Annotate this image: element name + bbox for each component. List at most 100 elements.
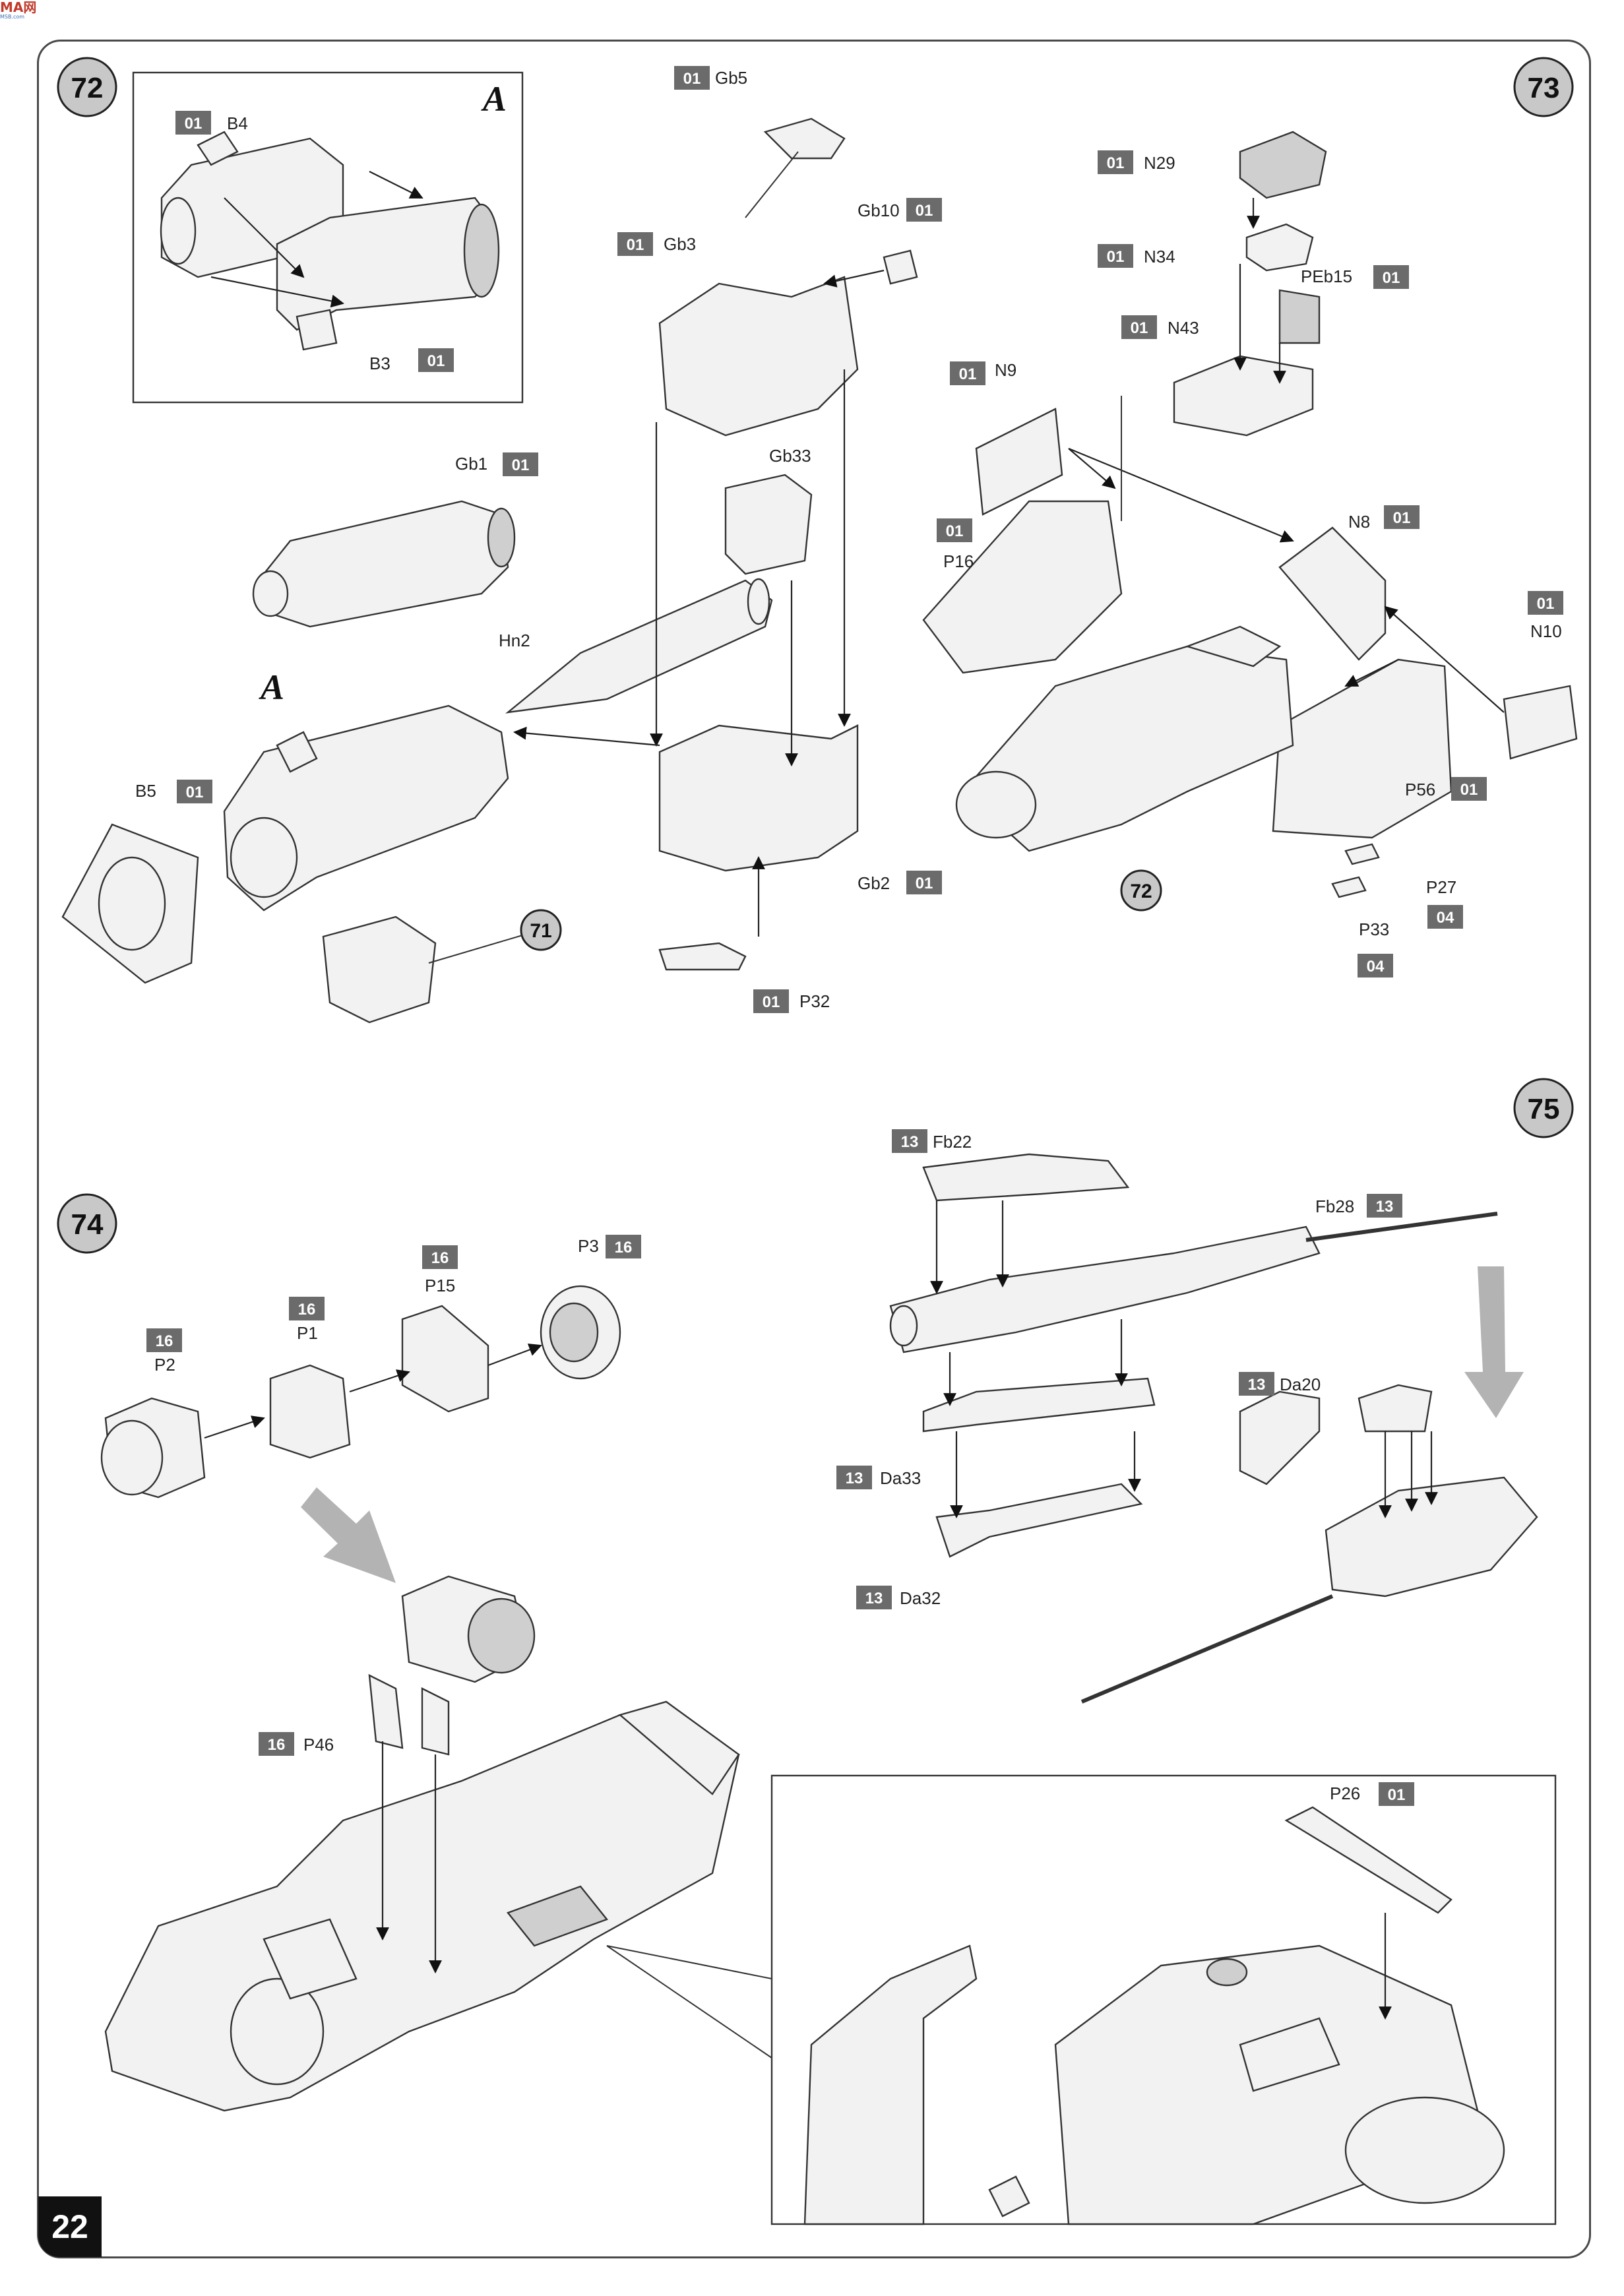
- part-code-da20: 13: [1248, 1376, 1266, 1394]
- part-code-n9: 01: [959, 365, 977, 383]
- part-code-gb3: 01: [627, 236, 644, 254]
- part-code-n10: 01: [1537, 595, 1555, 613]
- part-label-fb28: Fb28: [1315, 1196, 1354, 1216]
- part-code-n29: 01: [1107, 154, 1125, 172]
- part-label-fb22: Fb22: [933, 1132, 972, 1152]
- part-code-n34: 01: [1107, 248, 1125, 266]
- gun-mantlet-inset: [160, 131, 500, 351]
- step-72: 72 A 01 B4 B3 01: [57, 57, 942, 1024]
- part-code-p27: 04: [1437, 909, 1454, 927]
- part-label-n8: N8: [1348, 512, 1370, 532]
- part-label-p1: P1: [297, 1323, 318, 1343]
- turret-hull-74: [104, 1575, 772, 2112]
- part-code-gb2: 01: [916, 875, 933, 892]
- part-label-peb15: PEb15: [1301, 266, 1352, 286]
- part-code-p26: 01: [1388, 1786, 1406, 1804]
- part-label-hn2: Hn2: [499, 631, 530, 650]
- part-code-p33: 04: [1367, 958, 1385, 976]
- part-label-n43: N43: [1168, 318, 1199, 338]
- step-74-badge: [57, 1193, 117, 1254]
- part-label-da32: Da32: [900, 1588, 941, 1608]
- page-number: 22: [38, 2196, 102, 2257]
- part-label-p27: P27: [1426, 877, 1456, 897]
- part-label-b3: B3: [369, 354, 390, 373]
- part-code-gb5: 01: [683, 70, 701, 88]
- part-code-n43: 01: [1131, 319, 1148, 337]
- part-label-n29: N29: [1144, 153, 1175, 173]
- mantlet-housing: [513, 117, 918, 971]
- step-75-badge: [1513, 1078, 1574, 1138]
- part-label-p15: P15: [425, 1276, 455, 1295]
- part-label-gb5: Gb5: [715, 68, 747, 88]
- part-code-p2: 16: [156, 1332, 173, 1350]
- part-code-p16: 01: [946, 522, 964, 540]
- part-label-gb1: Gb1: [455, 454, 487, 474]
- part-code-p32: 01: [763, 993, 780, 1011]
- turret-assembly-73: 72: [922, 131, 1578, 912]
- part-code-fb22: 13: [901, 1133, 919, 1151]
- part-code-da33: 13: [846, 1470, 863, 1487]
- step-75-number: 75: [1528, 1093, 1560, 1125]
- part-label-gb10: Gb10: [858, 201, 900, 220]
- sub-assembly-71: 71: [322, 909, 562, 1024]
- progress-arrow-74: [301, 1487, 396, 1583]
- gb1-assembly: [252, 500, 516, 628]
- sight-components: [100, 1285, 621, 1499]
- sub-ref-72: 72: [1130, 881, 1152, 902]
- part-label-p2: P2: [154, 1355, 175, 1375]
- inset-letter: A: [481, 79, 507, 119]
- part-code-peb15: 01: [1383, 269, 1400, 287]
- progress-arrow-75: [1464, 1266, 1524, 1418]
- part-code-fb28: 13: [1376, 1198, 1394, 1216]
- breech-letter: A: [259, 667, 284, 707]
- part-code-b4: 01: [185, 115, 203, 133]
- part-label-p26: P26: [1330, 1784, 1360, 1803]
- part-label-n10: N10: [1530, 621, 1562, 641]
- part-label-p32: P32: [799, 991, 830, 1011]
- step-74: 74 16 P2 16 P1 16 P15 P3: [57, 1193, 1557, 2225]
- b5-plate: [61, 823, 199, 984]
- part-label-gb2: Gb2: [858, 873, 890, 893]
- part-code-gb10: 01: [916, 202, 933, 220]
- part-code-b3: 01: [427, 352, 445, 370]
- part-code-p56: 01: [1460, 781, 1478, 799]
- breech-assembly: [223, 704, 509, 912]
- part-label-da33: Da33: [880, 1468, 921, 1488]
- part-label-p33: P33: [1359, 919, 1389, 939]
- part-code-b5: 01: [186, 784, 204, 801]
- sub-ref-71: 71: [530, 920, 551, 942]
- step-73: 73: [922, 57, 1578, 977]
- part-label-da20: Da20: [1280, 1375, 1321, 1394]
- part-code-n8: 01: [1393, 509, 1411, 527]
- step-73-number: 73: [1528, 72, 1560, 104]
- part-label-b5: B5: [135, 781, 156, 801]
- part-label-b4: B4: [227, 113, 248, 133]
- step-75: 75: [836, 1078, 1574, 1704]
- part-label-n34: N34: [1144, 247, 1175, 266]
- hn2-shell: [505, 578, 773, 714]
- machine-gun-assembly: [889, 1153, 1498, 1558]
- part-code-da32: 13: [865, 1590, 883, 1607]
- part-label-n9: N9: [995, 360, 1016, 380]
- part-label-p56: P56: [1405, 780, 1435, 799]
- part-label-p46: P46: [303, 1735, 334, 1754]
- part-code-p1: 16: [298, 1301, 316, 1319]
- part-label-gb33: Gb33: [769, 446, 811, 466]
- detail-inset-content: [803, 1806, 1505, 2225]
- step-73-badge: [1513, 57, 1574, 117]
- machine-gun-mounted: [1080, 1384, 1538, 1704]
- step-72-number: 72: [71, 72, 104, 104]
- part-code-p46: 16: [268, 1736, 286, 1754]
- part-label-p3: P3: [578, 1236, 599, 1256]
- part-code-p15: 16: [431, 1249, 449, 1267]
- part-code-p3: 16: [615, 1239, 633, 1257]
- part-label-gb3: Gb3: [664, 234, 696, 254]
- page-frame: [37, 40, 1591, 2258]
- step-74-number: 74: [71, 1208, 104, 1241]
- part-code-gb1: 01: [512, 456, 530, 474]
- step-72-badge: [57, 57, 117, 117]
- part-label-p16: P16: [943, 551, 974, 571]
